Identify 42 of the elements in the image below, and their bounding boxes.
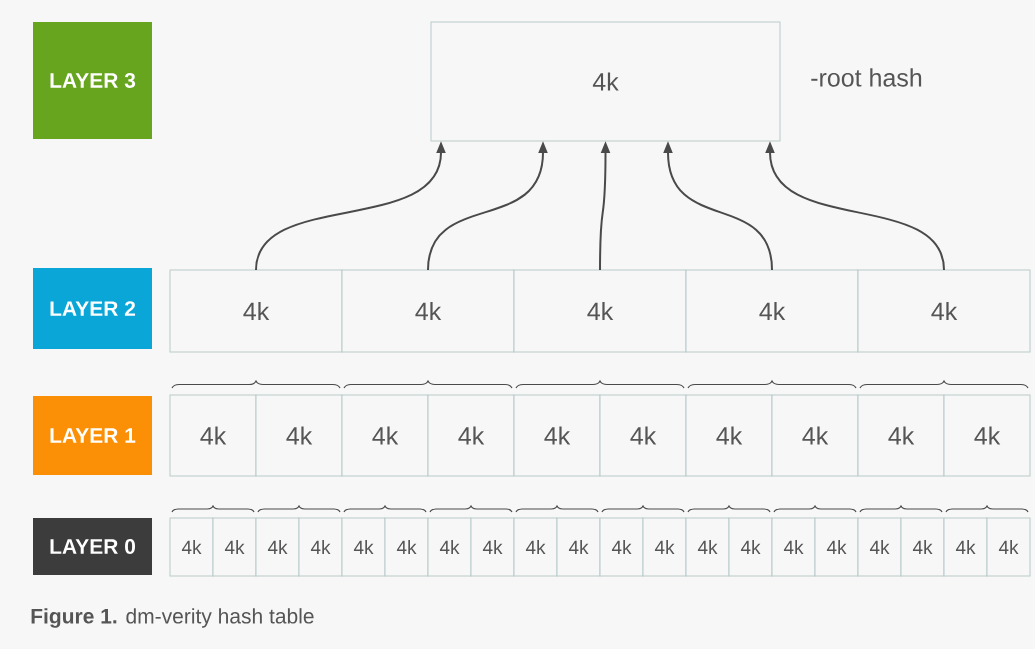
hash-block: 4k (685, 269, 859, 353)
hash-block: 4k (341, 269, 515, 353)
hash-block: 4k (169, 269, 343, 353)
figure-caption: Figure 1. dm-verity hash table (31, 608, 314, 628)
hash-block: 4k (427, 394, 515, 477)
hash-block: 4k (857, 394, 945, 477)
hash-block: 4k (986, 517, 1031, 577)
hash-block: 4k (556, 517, 601, 577)
hash-block: 4k (857, 517, 902, 577)
hash-block: 4k (599, 517, 644, 577)
hash-block: 4k (685, 394, 773, 477)
hash-block: 4k (728, 517, 773, 577)
hash-block: 4k (642, 517, 687, 577)
hash-block: 4k (255, 517, 300, 577)
hash-block: 4k (255, 394, 343, 477)
hash-block: 4k (470, 517, 515, 577)
hash-block: 4k (599, 394, 687, 477)
hash-block: 4k (771, 394, 859, 477)
hash-block: 4k (943, 394, 1031, 477)
hash-block: 4k (384, 517, 429, 577)
layer-label: LAYER 3 (33, 22, 152, 139)
hash-block: 4k (341, 517, 386, 577)
hash-block: 4k (513, 269, 687, 353)
hash-block: 4k (513, 517, 558, 577)
layer-label: LAYER 2 (33, 268, 152, 349)
hash-block: 4k (513, 394, 601, 477)
hash-block: 4k (427, 517, 472, 577)
hash-block: 4k (685, 517, 730, 577)
hash-block: 4k (169, 517, 214, 577)
hash-block: 4k (900, 517, 945, 577)
hash-block: 4k (814, 517, 859, 577)
hash-block: 4k (212, 517, 257, 577)
hash-block: 4k (430, 21, 781, 142)
layer-label: LAYER 1 (33, 396, 152, 475)
hash-block: 4k (341, 394, 429, 477)
hash-block: 4k (298, 517, 343, 577)
hash-block: 4k (771, 517, 816, 577)
hash-block: 4k (943, 517, 988, 577)
layer-label: LAYER 0 (33, 518, 152, 575)
node-caption: -root hash (811, 68, 922, 87)
hash-block: 4k (857, 269, 1031, 353)
hash-block: 4k (169, 394, 257, 477)
